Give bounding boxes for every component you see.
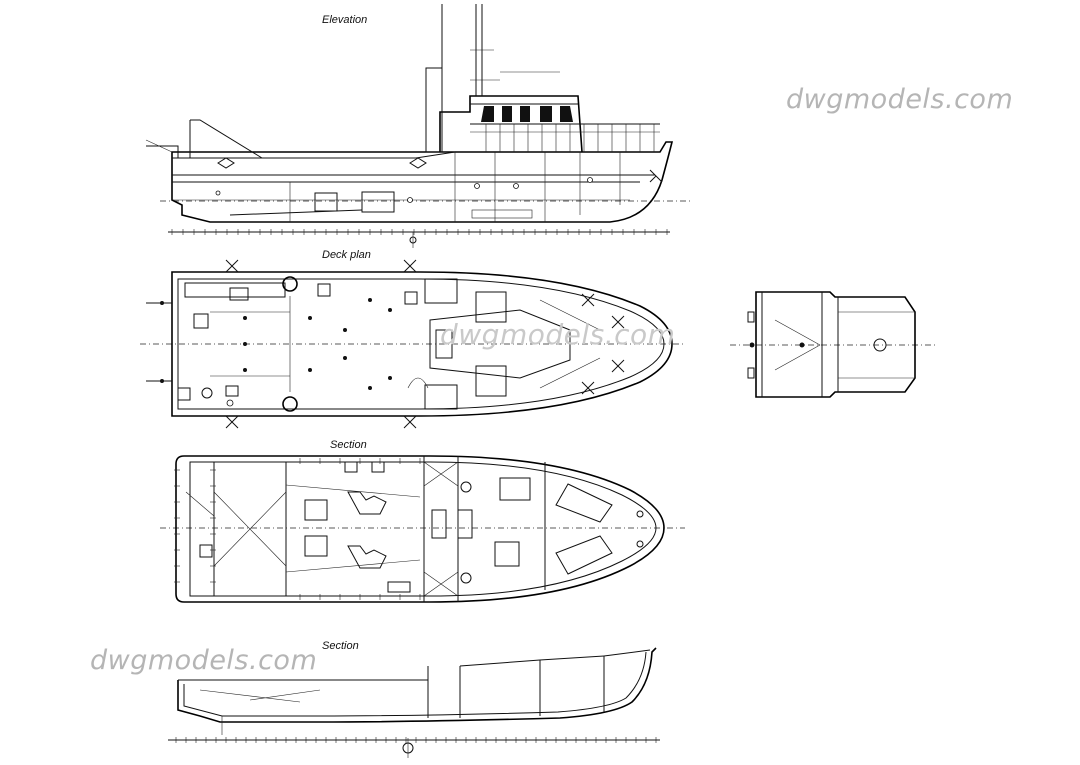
watermark-center: dwgmodels.com	[440, 318, 676, 351]
deck-plan-view	[140, 259, 685, 429]
section-profile-view	[168, 647, 660, 758]
deck-plan-title: Deck plan	[322, 249, 371, 261]
section-plan-title: Section	[330, 439, 367, 451]
section-plan-view	[160, 455, 685, 603]
elevation-view	[145, 4, 690, 248]
watermark-top-right: dwgmodels.com	[786, 84, 1014, 115]
watermark-bottom-left: dwgmodels.com	[90, 645, 318, 676]
section-profile-title: Section	[322, 640, 359, 652]
elevation-title: Elevation	[322, 14, 368, 26]
stern-plan-view	[730, 291, 935, 398]
